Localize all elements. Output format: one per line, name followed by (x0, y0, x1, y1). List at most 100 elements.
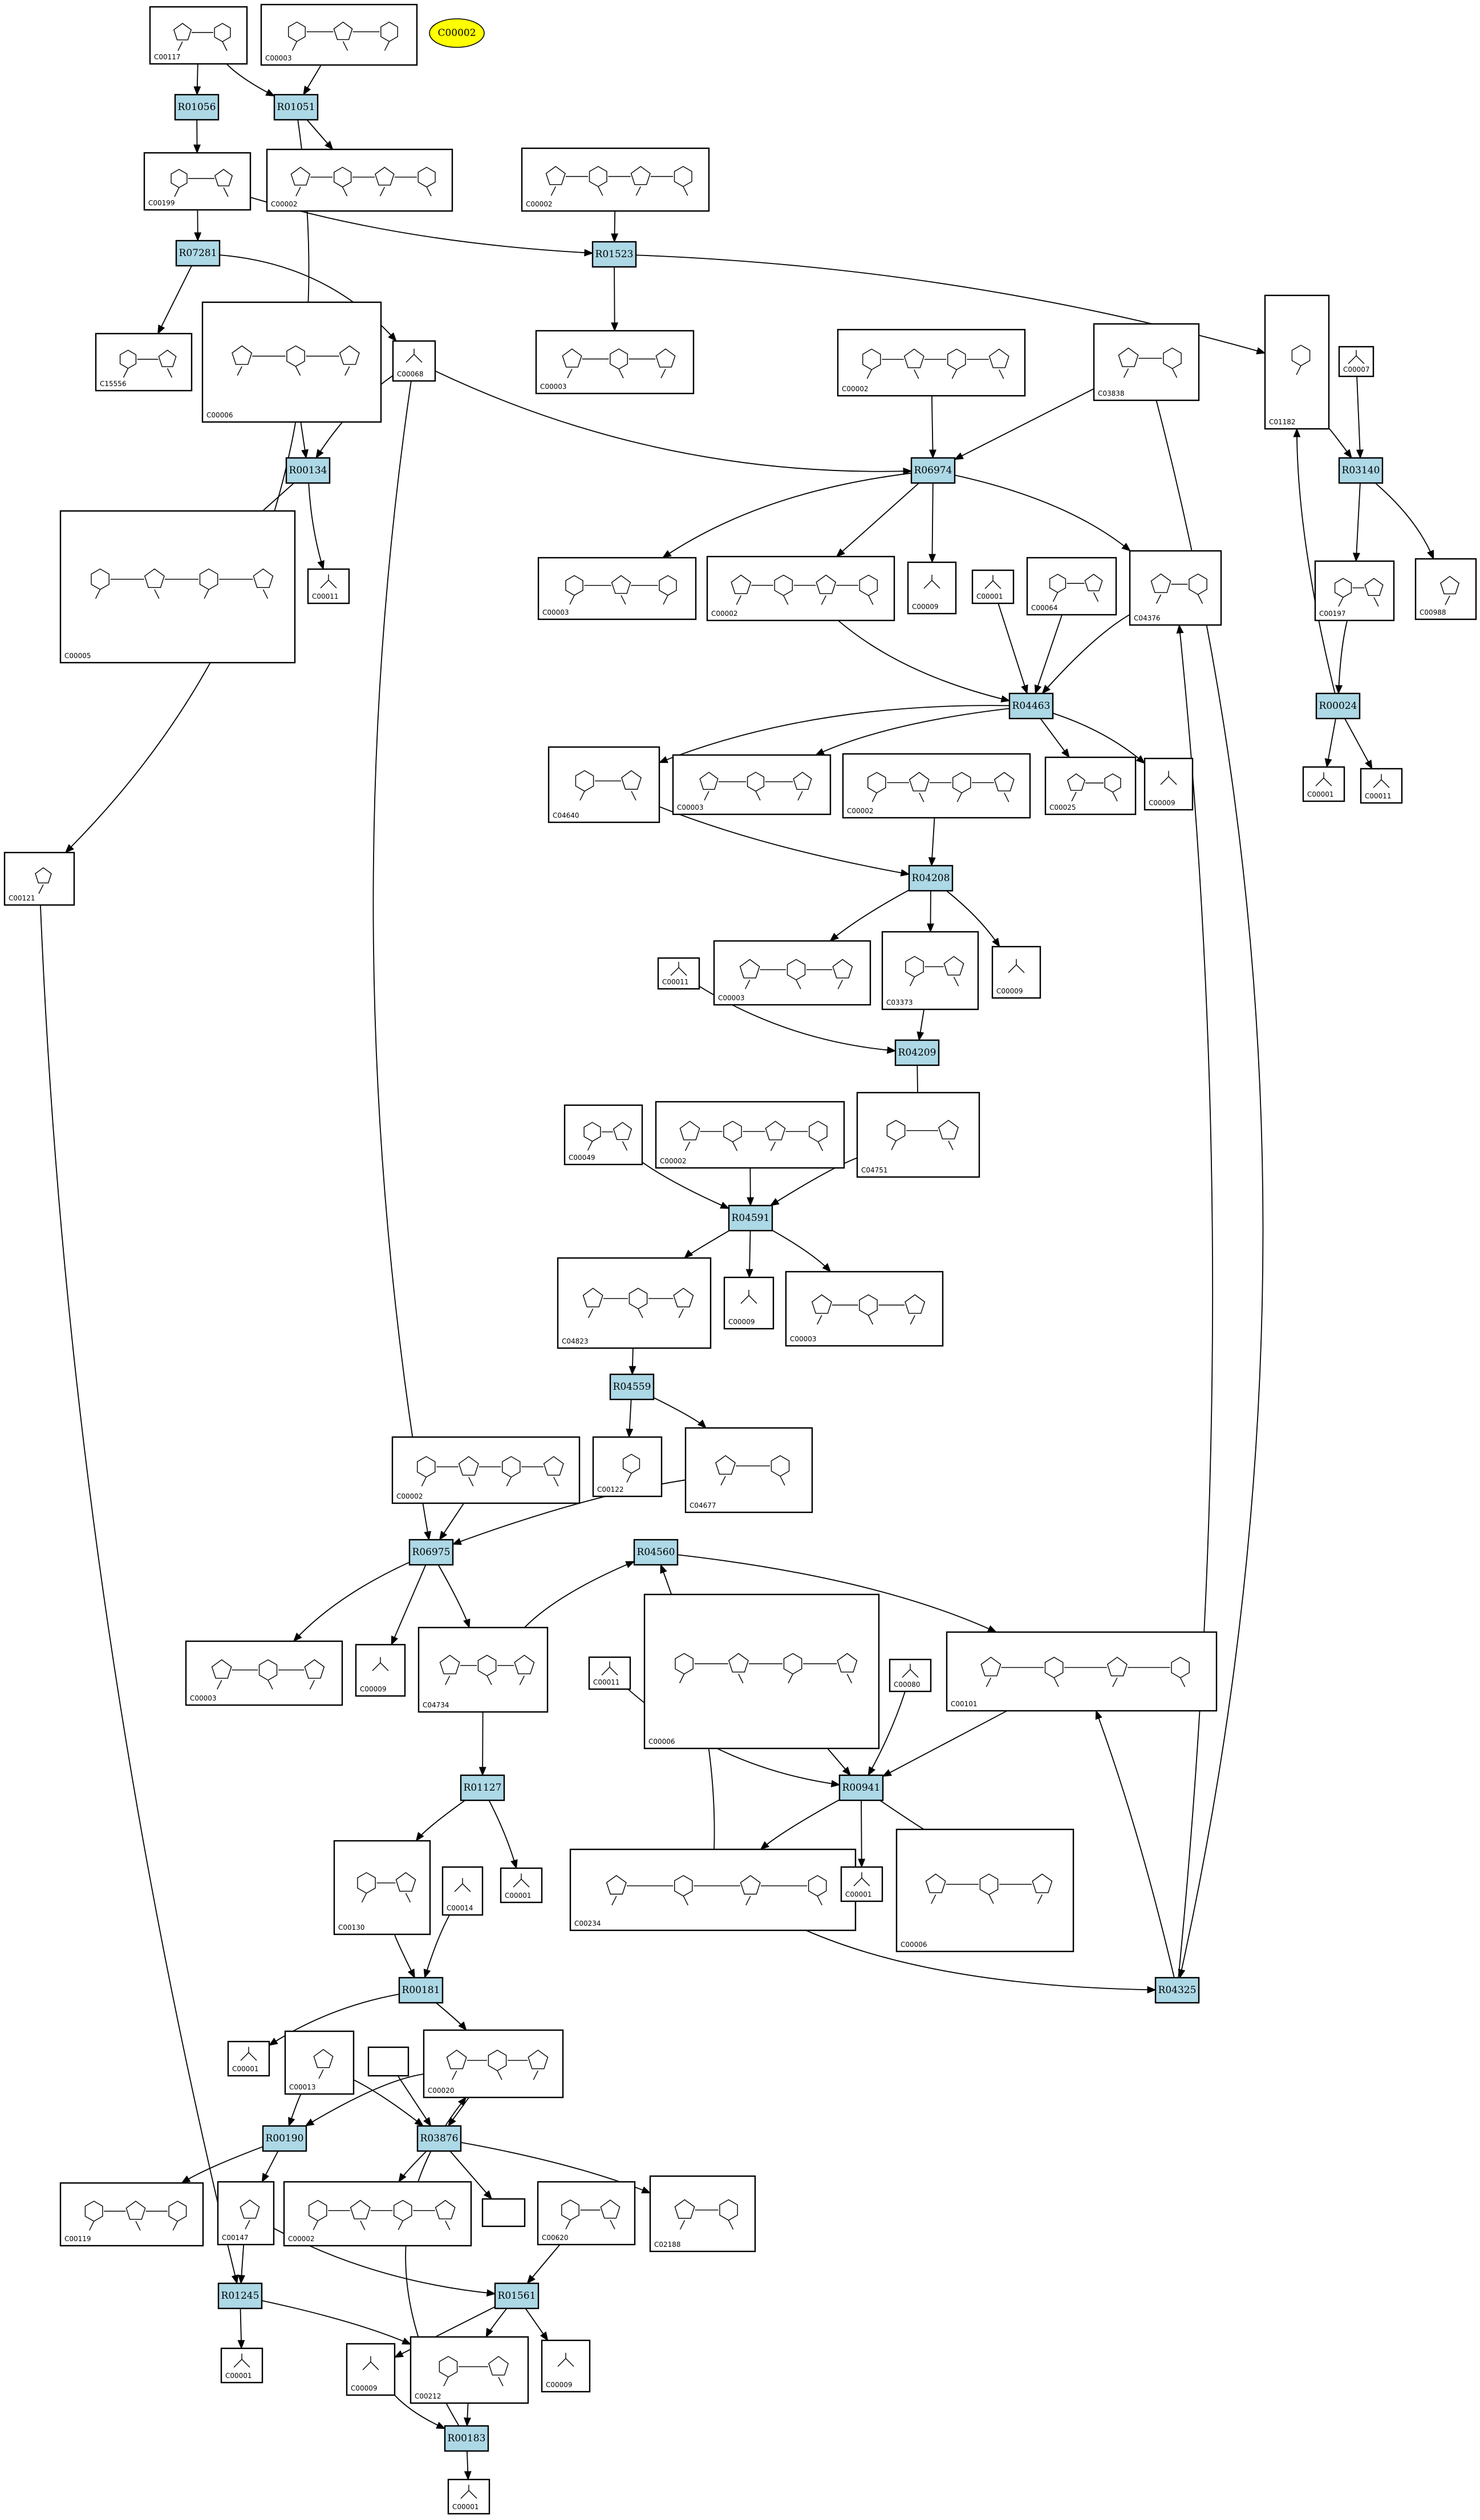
reaction-edge (998, 603, 1028, 695)
reaction-node[interactable]: R04591 (728, 1204, 773, 1232)
reaction-node[interactable]: R01056 (174, 94, 220, 121)
compound-node[interactable]: C00007 (1338, 346, 1374, 378)
reaction-node[interactable]: R00134 (285, 457, 331, 484)
compound-node[interactable]: C00009 (1144, 757, 1194, 811)
reaction-node[interactable]: R04208 (908, 865, 954, 892)
compound-node[interactable]: C00121 (3, 851, 75, 906)
compound-node[interactable]: C00001 (1302, 766, 1345, 802)
compound-node[interactable]: C00013 (284, 2030, 355, 2095)
compound-node[interactable]: C00001 (840, 1866, 883, 1902)
reaction-node[interactable]: R01523 (591, 241, 637, 268)
compound-node[interactable]: C00009 (907, 561, 957, 615)
compound-node[interactable]: C00001 (227, 2040, 270, 2077)
compound-node[interactable]: C04376 (1129, 550, 1222, 626)
reaction-node[interactable]: R07281 (175, 240, 221, 267)
compound-node[interactable]: C00001 (500, 1867, 543, 1904)
compound-node[interactable]: C04751 (856, 1091, 980, 1178)
compound-node[interactable]: C00003 (185, 1640, 343, 1706)
compound-node[interactable]: C00049 (563, 1104, 643, 1166)
reaction-node[interactable]: R03140 (1338, 457, 1384, 484)
compound-node[interactable]: C00009 (541, 2339, 591, 2393)
compound-node[interactable]: C00006 (201, 301, 382, 423)
compound-node[interactable]: C00003 (785, 1271, 944, 1347)
compound-node[interactable]: C00003 (260, 3, 418, 66)
compound-node[interactable]: C00117 (149, 6, 248, 65)
reaction-node[interactable]: R00024 (1315, 692, 1361, 720)
reaction-node[interactable]: R01051 (273, 94, 319, 121)
reaction-node[interactable]: R04559 (609, 1373, 655, 1401)
compound-node[interactable]: C00003 (535, 330, 695, 395)
reaction-node[interactable]: R04463 (1008, 692, 1054, 720)
compound-node[interactable]: C04677 (684, 1427, 813, 1513)
compound-box (537, 2181, 636, 2246)
compound-node[interactable]: C00119 (59, 2182, 204, 2247)
reaction-node[interactable]: R00183 (444, 2425, 489, 2452)
compound-node[interactable]: C00130 (333, 1840, 431, 1935)
reaction-node[interactable]: R04209 (894, 1039, 940, 1066)
compound-node[interactable]: C00002 (521, 147, 710, 212)
compound-node[interactable]: C00009 (355, 1644, 406, 1697)
compound-node[interactable] (481, 2198, 526, 2227)
compound-node[interactable]: C00009 (723, 1276, 775, 1330)
compound-node[interactable]: C00014 (441, 1866, 484, 1916)
reaction-node[interactable]: R01561 (494, 2282, 540, 2310)
compound-node[interactable]: C00005 (59, 510, 296, 664)
compound-node[interactable]: C00003 (713, 940, 871, 1006)
compound-node[interactable]: C00197 (1314, 560, 1395, 622)
reaction-node[interactable]: R01127 (460, 1774, 505, 1801)
compound-node[interactable]: C00064 (1026, 557, 1117, 616)
compound-node[interactable]: C00003 (672, 754, 832, 815)
compound-node[interactable]: C00002 (266, 148, 453, 212)
compound-node[interactable]: C01182 (1264, 294, 1330, 430)
compound-node[interactable]: C04823 (557, 1257, 712, 1349)
compound-node[interactable]: C00199 (143, 152, 252, 211)
compound-node[interactable]: C04640 (548, 746, 660, 823)
structure-glyph (582, 1288, 694, 1318)
compound-node[interactable]: C00011 (657, 957, 700, 990)
reaction-node[interactable]: R00941 (838, 1774, 884, 1801)
reaction-node[interactable]: R00181 (398, 1977, 444, 2004)
compound-node[interactable]: C00001 (971, 569, 1015, 604)
reaction-node[interactable]: R01245 (217, 2282, 263, 2310)
compound-node[interactable]: C00001 (447, 2478, 490, 2515)
reaction-node[interactable]: R03876 (416, 2125, 462, 2152)
compound-node[interactable]: C00011 (1360, 768, 1403, 804)
compound-node[interactable]: C00011 (307, 568, 350, 604)
compound-node[interactable]: C00009 (346, 2343, 396, 2396)
compound-node[interactable]: C03838 (1093, 323, 1200, 401)
compound-node[interactable]: C00101 (946, 1631, 1218, 1712)
compound-node[interactable]: C00002 (283, 2181, 472, 2247)
compound-node[interactable]: C00147 (217, 2181, 275, 2246)
reaction-node[interactable]: R06974 (910, 457, 956, 484)
reaction-node[interactable]: R04560 (633, 1539, 679, 1566)
compound-node[interactable]: C00002 (706, 555, 895, 622)
compound-node[interactable]: C00020 (423, 2029, 564, 2099)
compound-node[interactable]: C00006 (895, 1828, 1074, 1953)
compound-node[interactable]: C00003 (537, 557, 697, 620)
compound-node[interactable]: C00080 (889, 1658, 932, 1693)
compound-node[interactable]: C00025 (1044, 756, 1137, 815)
compound-node[interactable]: C00001 (220, 2347, 263, 2384)
reaction-node[interactable]: R04325 (1154, 1977, 1200, 2004)
reaction-node[interactable]: R06975 (408, 1539, 454, 1566)
compound-node[interactable]: C00002 (655, 1101, 845, 1169)
compound-node[interactable]: C00002 (391, 1436, 581, 1504)
compound-node[interactable]: C00009 (991, 945, 1041, 999)
compound-node[interactable]: C00212 (409, 2336, 529, 2404)
compound-node[interactable]: C15556 (95, 332, 193, 392)
compound-node[interactable]: C00002 (837, 328, 1026, 397)
reaction-node[interactable]: R00190 (262, 2125, 307, 2152)
highlight-ellipse[interactable] (429, 18, 485, 48)
compound-node[interactable]: C00068 (392, 340, 436, 382)
compound-node[interactable]: C00988 (1414, 558, 1477, 620)
compound-node[interactable]: C00620 (537, 2181, 636, 2246)
compound-node[interactable]: C03373 (881, 931, 979, 1011)
compound-node[interactable]: C00011 (588, 1656, 631, 1690)
compound-node[interactable]: C04734 (417, 1626, 549, 1713)
compound-node[interactable]: C02188 (649, 2175, 756, 2253)
compound-node[interactable]: C00002 (842, 753, 1031, 819)
compound-node[interactable]: C00006 (643, 1593, 880, 1750)
compound-node[interactable]: C00234 (569, 1848, 857, 1931)
compound-node[interactable] (367, 2046, 409, 2077)
compound-node[interactable]: C00122 (592, 1436, 663, 1498)
